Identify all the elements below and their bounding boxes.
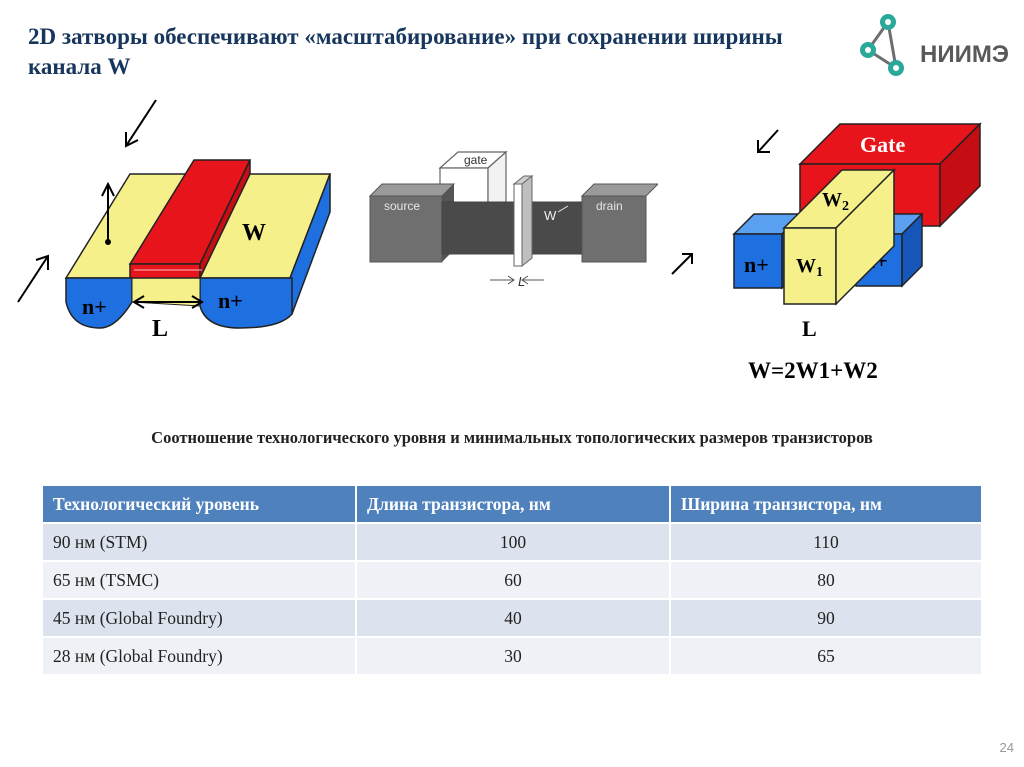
column-header: Технологический уровень	[43, 486, 357, 522]
table-cell: 110	[671, 522, 981, 560]
table-row: 28 нм (Global Foundry) 30 65	[43, 636, 981, 674]
table-caption: Соотношение технологического уровня и ми…	[151, 428, 873, 447]
table-cell: 80	[671, 560, 981, 598]
nplus-left-label: n+	[744, 252, 769, 277]
finfet-diagram: Gate n+ n+ W2 W1 L W=2W1+W2	[660, 110, 1000, 395]
column-header: Длина транзистора, нм	[357, 486, 671, 522]
table-cell: 65	[671, 636, 981, 674]
table-cell: 100	[357, 522, 671, 560]
fin-front	[783, 227, 837, 305]
table-cell: 65 нм (TSMC)	[43, 560, 357, 598]
molecule-logo-icon	[860, 14, 904, 76]
logo-text: НИИМЭ	[920, 41, 1009, 68]
direction-arrow-icon	[757, 129, 779, 153]
niime-logo: НИИМЭ	[852, 8, 1022, 80]
nplus-right-region	[199, 277, 293, 329]
nplus-left-region	[65, 277, 133, 329]
gate-label: Gate	[860, 132, 905, 157]
w-label: W	[242, 220, 266, 246]
l-label: L	[518, 274, 525, 289]
slide-title: 2D затворы обеспечивают «масштабирование…	[28, 24, 783, 79]
table-cell: 40	[357, 598, 671, 636]
page-number: 24	[999, 740, 1014, 755]
technology-table: Технологический уровень Длина транзистор…	[43, 486, 981, 674]
nplus-right-label: n+	[218, 288, 243, 313]
nplus-left-label: n+	[82, 294, 107, 319]
table-cell: 90	[671, 598, 981, 636]
w2-label: W2	[822, 189, 849, 214]
source-label: source	[384, 199, 420, 213]
w1-label: W1	[796, 255, 823, 280]
table-cell: 90 нм (STM)	[43, 522, 357, 560]
schematic-transistor-diagram: gate source drain W L	[368, 148, 660, 303]
l-label: L	[802, 316, 817, 341]
l-label: L	[152, 316, 168, 342]
drain-label: drain	[596, 199, 623, 213]
table-cell: 28 нм (Global Foundry)	[43, 636, 357, 674]
direction-arrow-icon	[17, 254, 49, 303]
table-cell: 45 нм (Global Foundry)	[43, 598, 357, 636]
planar-transistor-diagram: W n+ n+ L	[10, 92, 355, 357]
column-header: Ширина транзистора, нм	[671, 486, 981, 522]
w-label: W	[544, 208, 557, 223]
table-header-row: Технологический уровень Длина транзистор…	[43, 486, 981, 522]
width-formula: W=2W1+W2	[748, 358, 878, 383]
direction-arrow-icon	[125, 99, 157, 148]
fin-side	[835, 168, 895, 306]
table-row: 65 нм (TSMC) 60 80	[43, 560, 981, 598]
gate-label: gate	[464, 153, 488, 167]
table-cell: 30	[357, 636, 671, 674]
nplus-left-region	[733, 233, 783, 289]
table-row: 90 нм (STM) 100 110	[43, 522, 981, 560]
direction-arrow-icon	[671, 253, 693, 275]
table-cell: 60	[357, 560, 671, 598]
table-row: 45 нм (Global Foundry) 40 90	[43, 598, 981, 636]
